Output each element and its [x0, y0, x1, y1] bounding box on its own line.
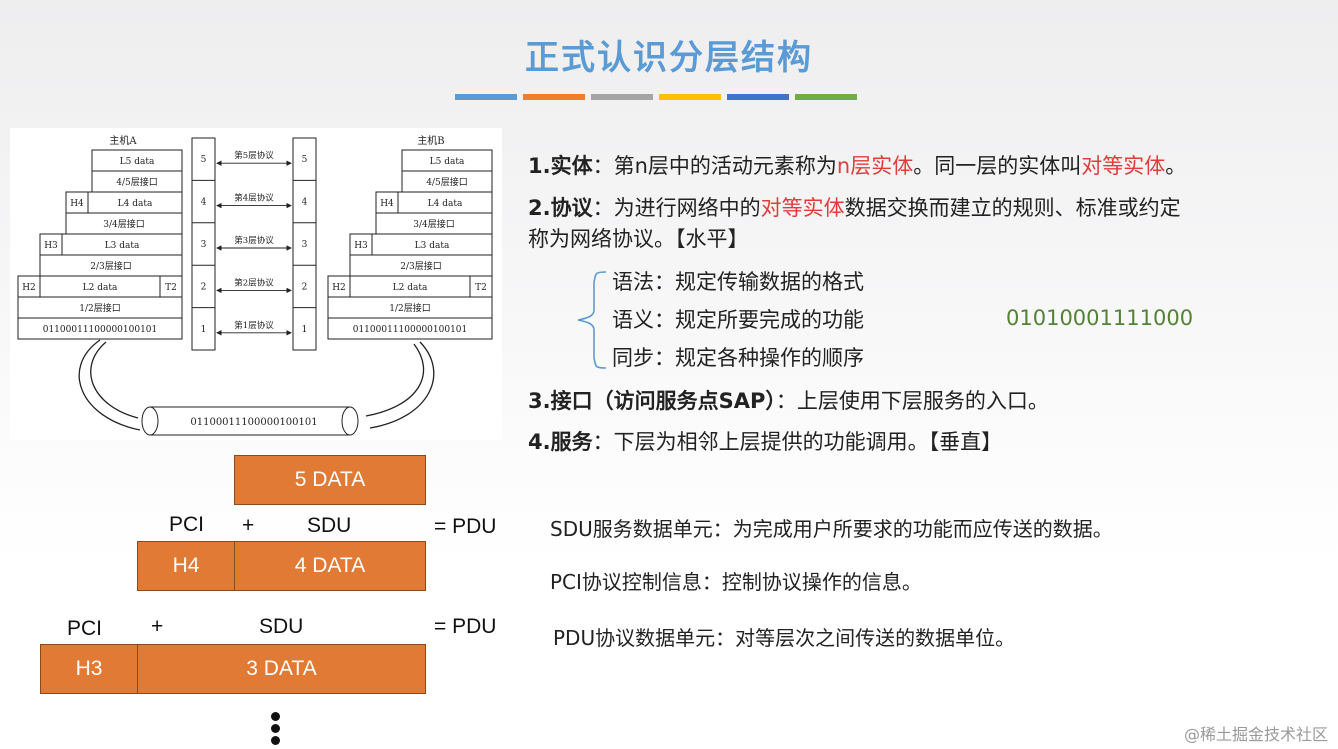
pdu-equals-1: = PDU	[434, 515, 497, 538]
binary-example: 01010001111000	[1006, 306, 1194, 330]
pci-label-2: PCI	[67, 617, 103, 640]
protocol-num-right-5: 5	[302, 155, 308, 165]
host-a-row-2: L4 data	[118, 199, 153, 209]
host-b-trailer-6: T2	[475, 283, 487, 293]
host-b-row-8: 01100011100000100101	[353, 325, 468, 335]
plus-label-1: +	[242, 514, 255, 537]
protocol-num-right-1: 1	[302, 325, 308, 335]
point-interface: 3.接口（访问服务点SAP）：上层使用下层服务的入口。	[528, 389, 1049, 413]
point-entity: 1.实体：第n层中的活动元素称为n层实体。同一层的实体叫对等实体。	[528, 154, 1187, 178]
host-a-row-1: 4/5层接口	[116, 176, 158, 188]
pipe-bits: 01100011100000100101	[190, 417, 317, 428]
host-b-header-4: H3	[354, 241, 368, 251]
protocol-label-1: 第1层协议	[234, 320, 274, 331]
down-curve-arrow-inner	[90, 341, 139, 419]
title-bar-2	[523, 94, 585, 100]
host-b-row-2: L4 data	[428, 199, 463, 209]
plus-label-2: +	[151, 615, 164, 638]
host-b-header-2: H4	[380, 199, 394, 209]
title-bar-1	[455, 94, 517, 100]
host-b-row-7: 1/2层接口	[389, 302, 431, 314]
protocol-label-3: 第3层协议	[234, 235, 274, 246]
semantics-item: 语义：规定所要完成的功能	[612, 308, 864, 332]
host-a-row-8: 01100011100000100101	[43, 325, 158, 335]
title-bar-5	[727, 94, 789, 100]
host-b-row-6: L2 data	[393, 283, 428, 293]
protocol-elements-brace	[577, 271, 607, 369]
host-a-row-6: L2 data	[83, 283, 118, 293]
title-bar-4	[659, 94, 721, 100]
host-b-row-5: 2/3层接口	[400, 260, 442, 272]
protocol-layers: 5 5 第5层协议 4 4 第4层协议 3 3 第3层协议 2 2 第2层协议 1 1 第1层协议	[191, 137, 317, 351]
slide-title: 正式认识分层结构	[525, 38, 813, 78]
host-a-row-7: 1/2层接口	[79, 302, 121, 314]
protocol-label-4: 第4层协议	[234, 193, 274, 204]
host-a-label: 主机A	[109, 134, 137, 147]
protocol-num-right-2: 2	[302, 282, 308, 292]
host-b-row-3: 3/4层接口	[413, 218, 455, 230]
protocol-num-right-4: 4	[302, 198, 308, 208]
pci-label-1: PCI	[169, 513, 205, 536]
pci-definition: PCI协议控制信息：控制协议操作的信息。	[550, 570, 922, 594]
point-protocol-line2: 称为网络协议。【水平】	[528, 227, 749, 251]
layer3-data-box: 3 DATA	[137, 644, 426, 694]
up-curve-arrow	[369, 341, 435, 429]
protocol-num-left-3: 3	[201, 240, 207, 250]
up-curve-arrow-inner	[365, 343, 425, 417]
sdu-label-2: SDU	[259, 615, 304, 638]
protocol-num-right-3: 3	[302, 240, 308, 250]
host-b-label: 主机B	[417, 134, 444, 147]
host-b-row-4: L3 data	[415, 241, 450, 251]
pdu-equals-2: = PDU	[434, 615, 497, 638]
sdu-label-1: SDU	[307, 514, 352, 537]
host-b-header-6: H2	[332, 283, 346, 293]
more-layers-ellipsis	[271, 712, 283, 748]
h4-header-box: H4	[137, 541, 235, 591]
title-bar-3	[591, 94, 653, 100]
transmission-pipe	[149, 406, 351, 436]
protocol-num-left-2: 2	[201, 282, 207, 292]
timing-item: 同步：规定各种操作的顺序	[612, 346, 864, 370]
host-a-row-5: 2/3层接口	[90, 260, 132, 272]
pdu-definition: PDU协议数据单元：对等层次之间传送的数据单位。	[553, 626, 1016, 650]
protocol-num-left-5: 5	[201, 155, 207, 165]
down-curve-arrow	[78, 339, 141, 431]
syntax-item: 语法：规定传输数据的格式	[612, 270, 864, 294]
host-a-stack: L5 data 4/5层接口 H4 L4 data 3/4层接口 H3 L3 data 2/3…	[17, 149, 183, 340]
point-protocol: 2.协议：为进行网络中的对等实体数据交换而建立的规则、标准或约定	[528, 196, 1181, 220]
host-b-row-0: L5 data	[430, 157, 465, 167]
layer5-data-box: 5 DATA	[234, 455, 426, 505]
protocol-num-left-4: 4	[201, 198, 207, 208]
protocol-num-left-1: 1	[201, 325, 207, 335]
host-a-row-3: 3/4层接口	[103, 218, 145, 230]
host-b-stack: L5 data 4/5层接口 H4 L4 data 3/4层接口 H3 L3 data 2/3…	[327, 149, 493, 340]
title-bar-6	[795, 94, 857, 100]
protocol-label-5: 第5层协议	[234, 150, 274, 161]
point-service: 4.服务：下层为相邻上层提供的功能调用。【垂直】	[528, 430, 1003, 454]
layer4-data-box: 4 DATA	[234, 541, 426, 591]
h3-header-box: H3	[40, 644, 138, 694]
host-a-header-2: H4	[70, 199, 84, 209]
host-a-trailer-6: T2	[165, 283, 177, 293]
host-a-header-6: H2	[22, 283, 36, 293]
host-b-row-1: 4/5层接口	[426, 176, 468, 188]
layered-architecture-diagram: 主机A 主机B L5 data 4/5层接口 H4 L4 data 3/4层接口 H3 L3…	[10, 128, 502, 440]
sdu-definition: SDU服务数据单元：为完成用户所要求的功能而应传送的数据。	[550, 517, 1113, 541]
protocol-label-2: 第2层协议	[234, 277, 274, 288]
host-a-header-4: H3	[44, 241, 58, 251]
host-a-row-4: L3 data	[105, 241, 140, 251]
host-a-row-0: L5 data	[120, 157, 155, 167]
watermark: @稀土掘金技术社区	[1183, 725, 1328, 744]
